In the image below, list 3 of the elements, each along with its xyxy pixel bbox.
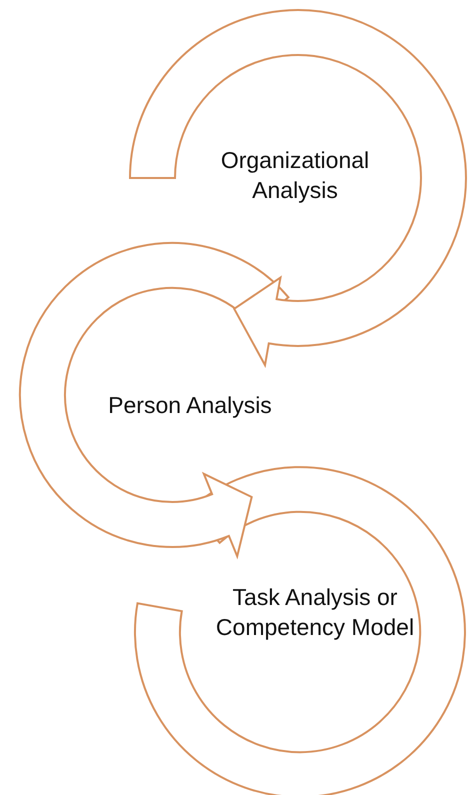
stage-label: Person Analysis [107,391,273,420]
stage-label: Organizational Analysis [220,146,370,205]
stage-label: Task Analysis or Competency Model [214,583,416,642]
